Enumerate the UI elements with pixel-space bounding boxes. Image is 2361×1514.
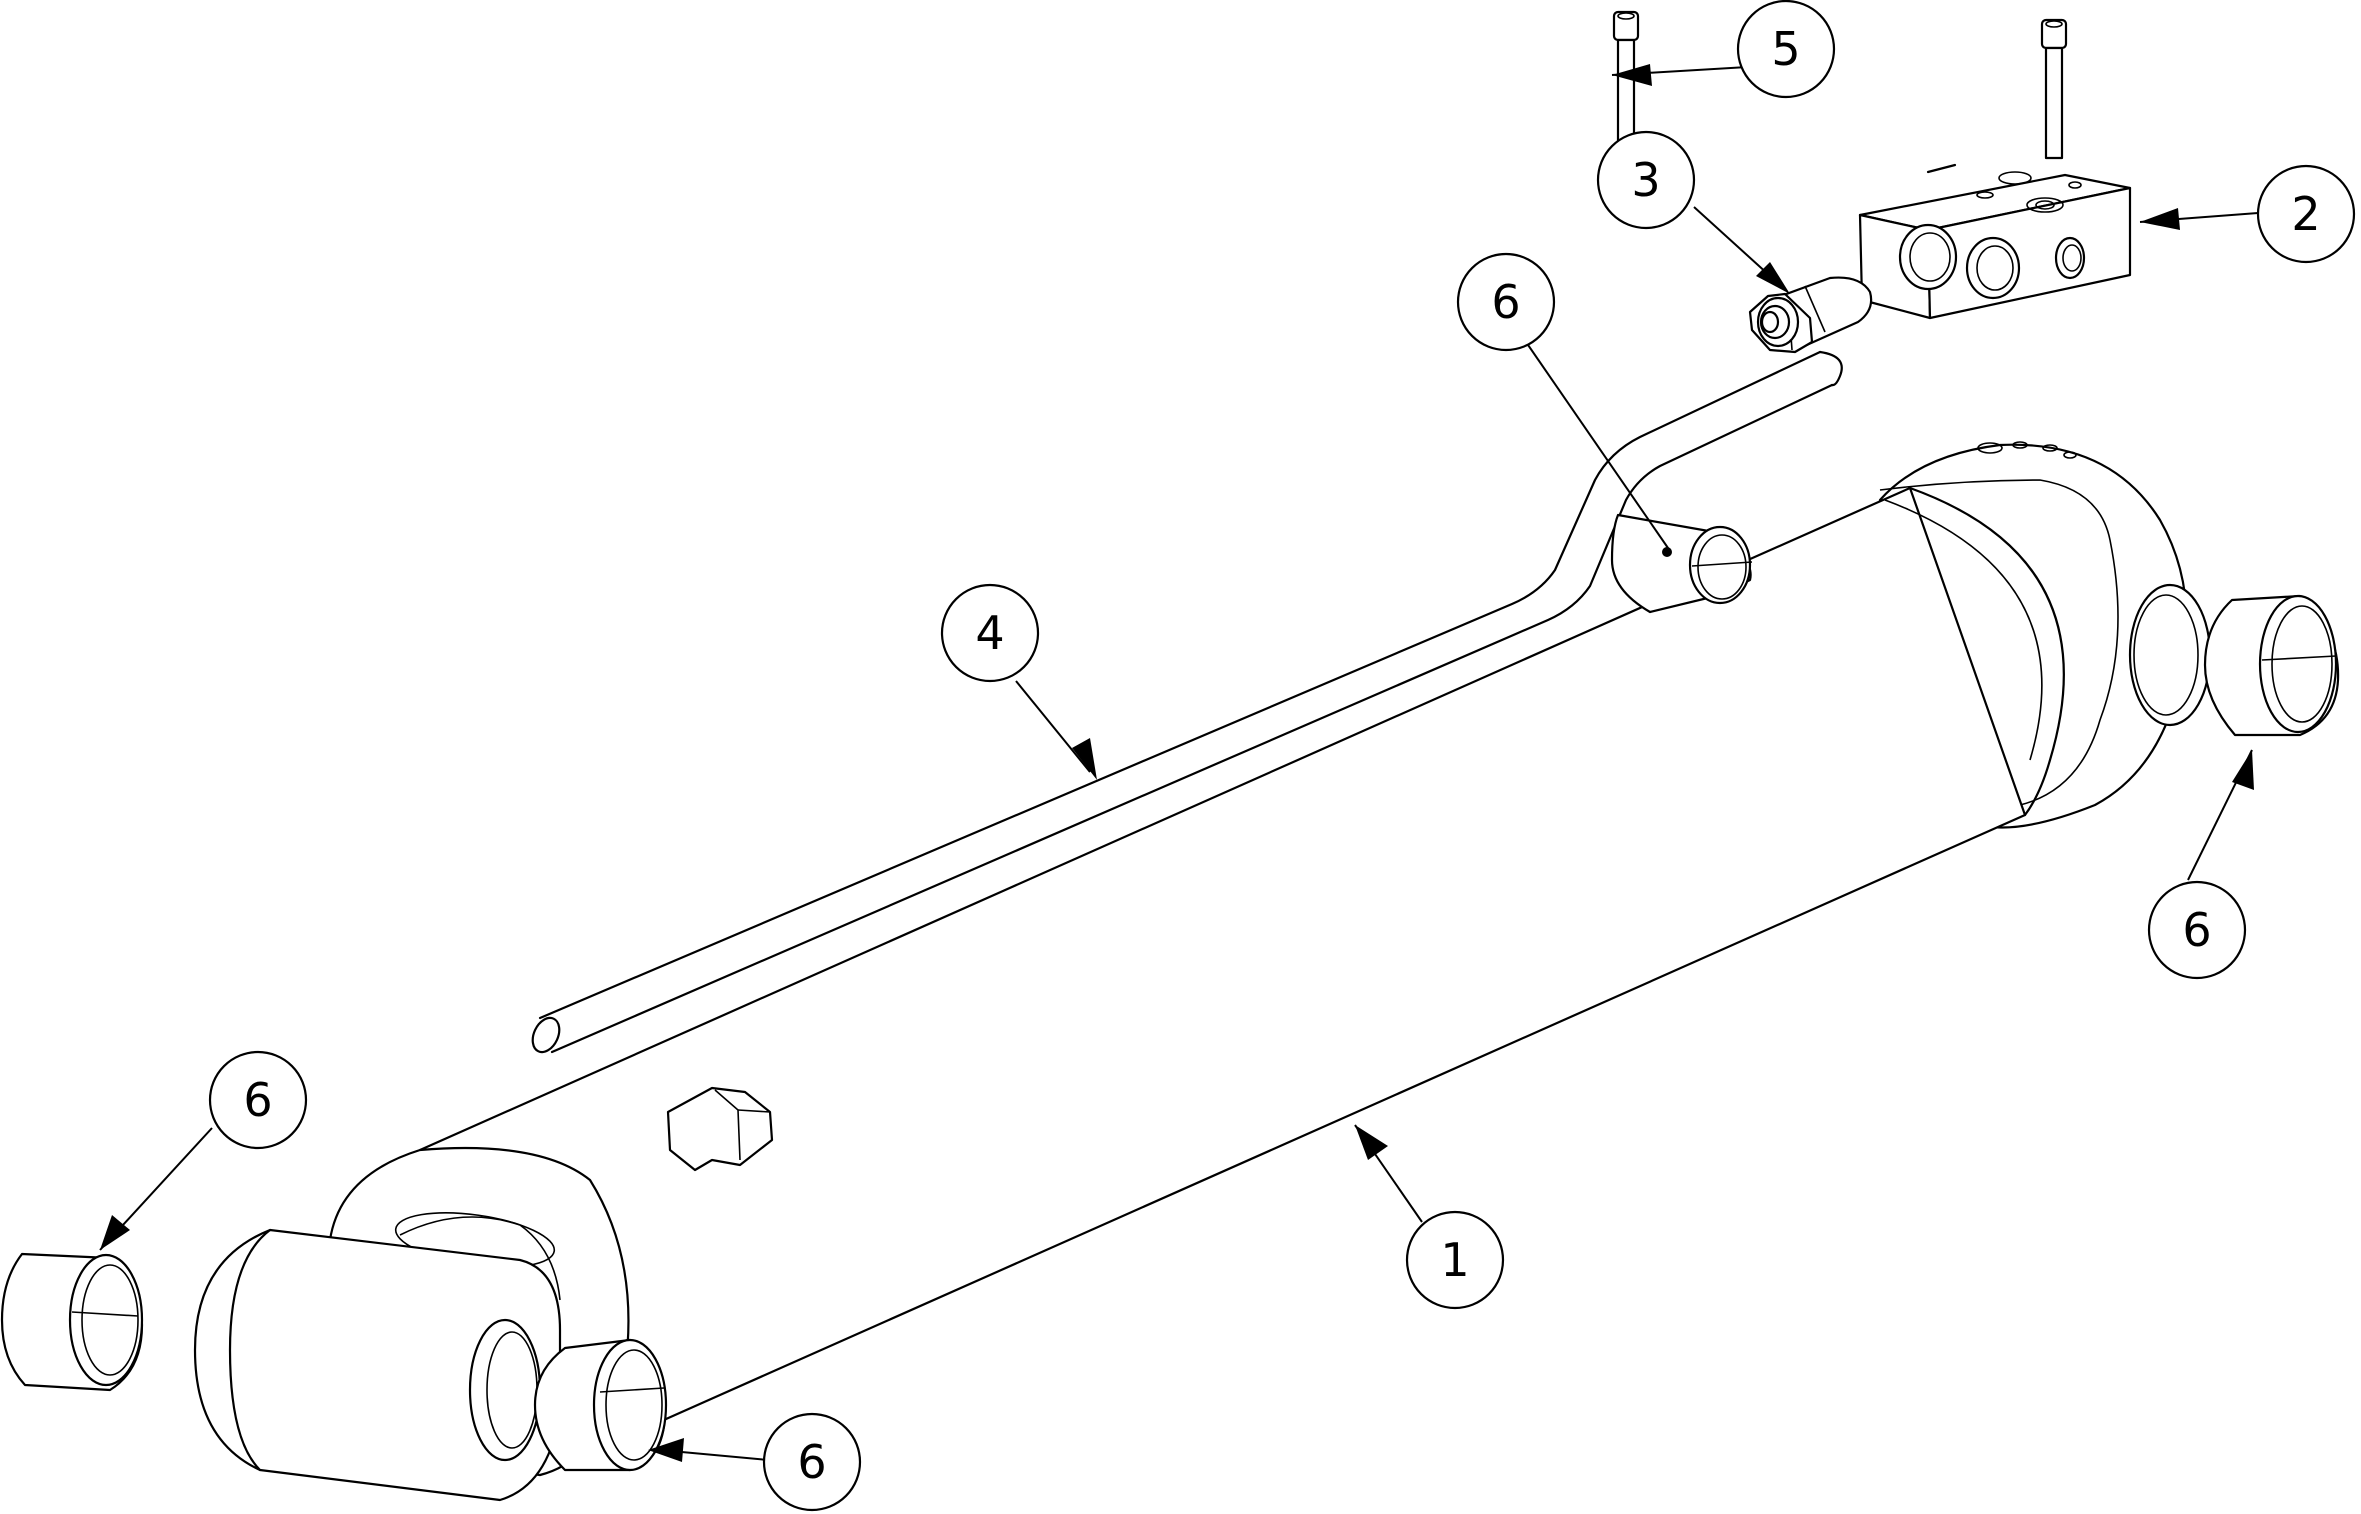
callout-label: 5: [1771, 22, 1800, 76]
screws-part-5: [1612, 10, 2068, 160]
valve-block-part-2: [1858, 163, 2132, 320]
callout-5: 5: [1736, 0, 1836, 99]
bushing-part-6-left: [0, 1252, 144, 1392]
callout-label: 6: [2182, 903, 2211, 957]
callout-6-front: 6: [762, 1412, 862, 1512]
callout-label: 6: [1491, 275, 1520, 329]
bushing-part-6-front: [533, 1338, 668, 1472]
callout-4: 4: [940, 583, 1040, 683]
callout-label: 1: [1440, 1233, 1469, 1287]
callout-1: 1: [1405, 1210, 1505, 1310]
callout-label: 3: [1631, 153, 1660, 207]
arrowheads: [100, 64, 2254, 1462]
callout-6-right: 6: [2147, 880, 2247, 980]
callout-2: 2: [2256, 164, 2356, 264]
fitting-part-3: [1748, 276, 1873, 354]
callout-label: 6: [243, 1073, 272, 1127]
cylinder-part-1: [193, 441, 2212, 1502]
callout-label: 4: [975, 606, 1004, 660]
bushing-part-6-right: [2203, 594, 2340, 737]
callout-label: 6: [797, 1435, 826, 1489]
callout-6-left: 6: [208, 1050, 308, 1150]
callout-3: 3: [1596, 130, 1696, 230]
tube-part-4: [531, 350, 1843, 1054]
bushing-part-6-top: [1610, 513, 1753, 614]
callout-6-top: 6: [1456, 252, 1556, 352]
callout-label: 2: [2291, 187, 2320, 241]
